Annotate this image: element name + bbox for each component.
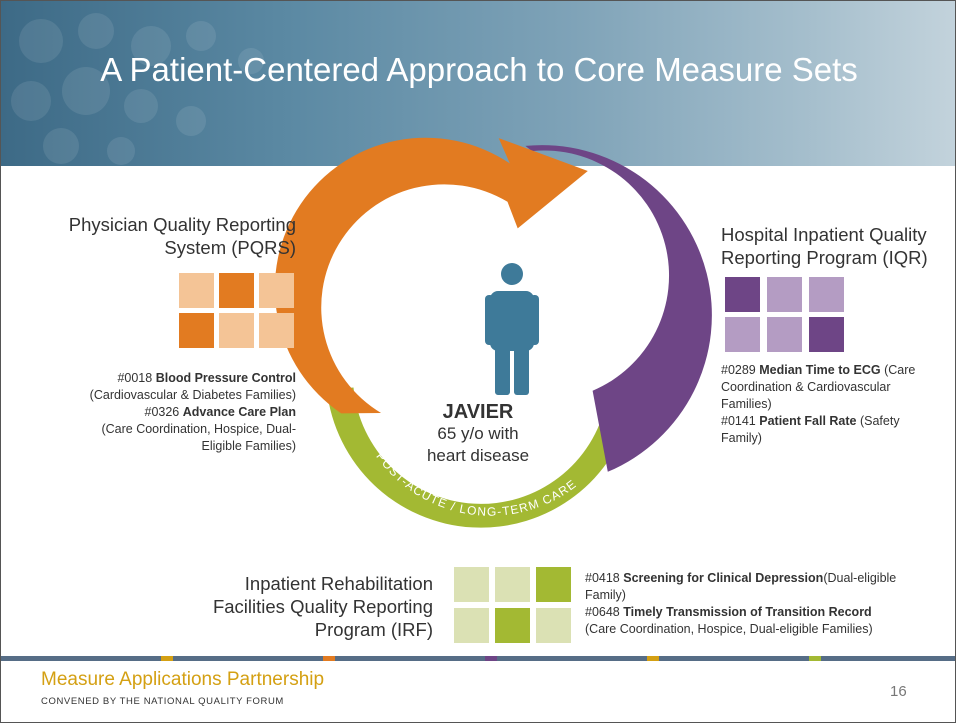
iqr-cell xyxy=(767,277,802,312)
pqrs-measure-1: #0018 Blood Pressure Control xyxy=(117,371,296,385)
irf-measure-2: #0648 Timely Transmission of Transition … xyxy=(585,605,872,619)
ring-label-clinician: CLINICIAN xyxy=(377,196,443,253)
page-number: 16 xyxy=(890,683,907,700)
irf-title-line2: Facilities Quality Reporting xyxy=(212,596,433,617)
irf-cell xyxy=(536,608,571,643)
slide-title: A Patient-Centered Approach to Core Meas… xyxy=(100,51,858,88)
iqr-measure-2-family-line2: Family) xyxy=(721,431,762,445)
irf-measure-2-family: (Care Coordination, Hospice, Dual-eligib… xyxy=(585,622,873,636)
pqrs-measure-2-family-line2: Eligible Families) xyxy=(201,439,296,453)
iqr-measure-1-family-line2: Coordination & Cardiovascular xyxy=(721,380,891,394)
patient-age: 65 y/o with xyxy=(437,424,519,443)
iqr-cell xyxy=(725,277,760,312)
iqr-cell xyxy=(767,317,802,352)
iqr-title-line1: Hospital Inpatient Quality xyxy=(721,224,927,245)
iqr-cell xyxy=(809,277,844,312)
iqr-measure-1-family-line3: Families) xyxy=(721,397,772,411)
irf-cell xyxy=(454,567,489,602)
pqrs-title-line2: System (PQRS) xyxy=(164,237,296,258)
hospital-segment xyxy=(525,145,712,472)
pqrs-measure-2-family-line1: (Care Coordination, Hospice, Dual- xyxy=(101,422,296,436)
patient-name: JAVIER xyxy=(442,401,514,423)
irf-measure-1-family-line2: Family) xyxy=(585,588,626,602)
irf-measures: #0418 Screening for Clinical Depression(… xyxy=(585,570,945,638)
iqr-cell xyxy=(725,317,760,352)
ring-label-hospital: HOSPITAL xyxy=(608,233,640,306)
clinician-segment xyxy=(274,137,588,414)
patient-label: JAVIER 65 y/o with heart disease xyxy=(398,401,558,467)
footer-org-name: Measure Applications Partnership xyxy=(41,669,325,690)
footer-color-bar xyxy=(1,656,955,661)
title-banner: A Patient-Centered Approach to Core Meas… xyxy=(1,1,955,166)
pqrs-title: Physician Quality Reporting System (PQRS… xyxy=(41,213,296,259)
footer-subtitle: CONVENED BY THE NATIONAL QUALITY FORUM xyxy=(41,696,284,707)
irf-cell xyxy=(495,567,530,602)
pqrs-measures: #0018 Blood Pressure Control (Cardiovasc… xyxy=(41,370,296,455)
pqrs-title-line1: Physician Quality Reporting xyxy=(68,214,296,235)
pqrs-measure-2: #0326 Advance Care Plan xyxy=(144,405,297,419)
post-acute-segment xyxy=(326,387,633,528)
irf-cell xyxy=(495,608,530,643)
irf-cell xyxy=(536,567,571,602)
pqrs-measure-1-family: (Cardiovascular & Diabetes Families) xyxy=(89,388,296,402)
irf-title-line3: Program (IRF) xyxy=(314,619,433,640)
pqrs-cell xyxy=(179,273,214,308)
iqr-measures: #0289 Median Time to ECG (Care Coordinat… xyxy=(721,362,953,447)
pqrs-cell xyxy=(179,313,214,348)
person-icon xyxy=(485,263,539,395)
iqr-cell xyxy=(809,317,844,352)
iqr-measure-1: #0289 Median Time to ECG (Care xyxy=(721,363,916,377)
irf-title: Inpatient Rehabilitation Facilities Qual… xyxy=(181,572,433,641)
pqrs-cell xyxy=(219,273,254,308)
pqrs-cell xyxy=(259,313,294,348)
iqr-title: Hospital Inpatient Quality Reporting Pro… xyxy=(721,223,955,269)
patient-condition: heart disease xyxy=(426,446,530,465)
irf-measure-1: #0418 Screening for Clinical Depression(… xyxy=(585,571,897,585)
iqr-measure-2: #0141 Patient Fall Rate (Safety xyxy=(721,414,900,428)
iqr-title-line2: Reporting Program (IQR) xyxy=(721,247,928,268)
pqrs-cell xyxy=(219,313,254,348)
banner-pattern xyxy=(11,13,264,165)
pqrs-cell xyxy=(259,273,294,308)
irf-title-line1: Inpatient Rehabilitation xyxy=(244,573,433,594)
irf-cell xyxy=(454,608,489,643)
